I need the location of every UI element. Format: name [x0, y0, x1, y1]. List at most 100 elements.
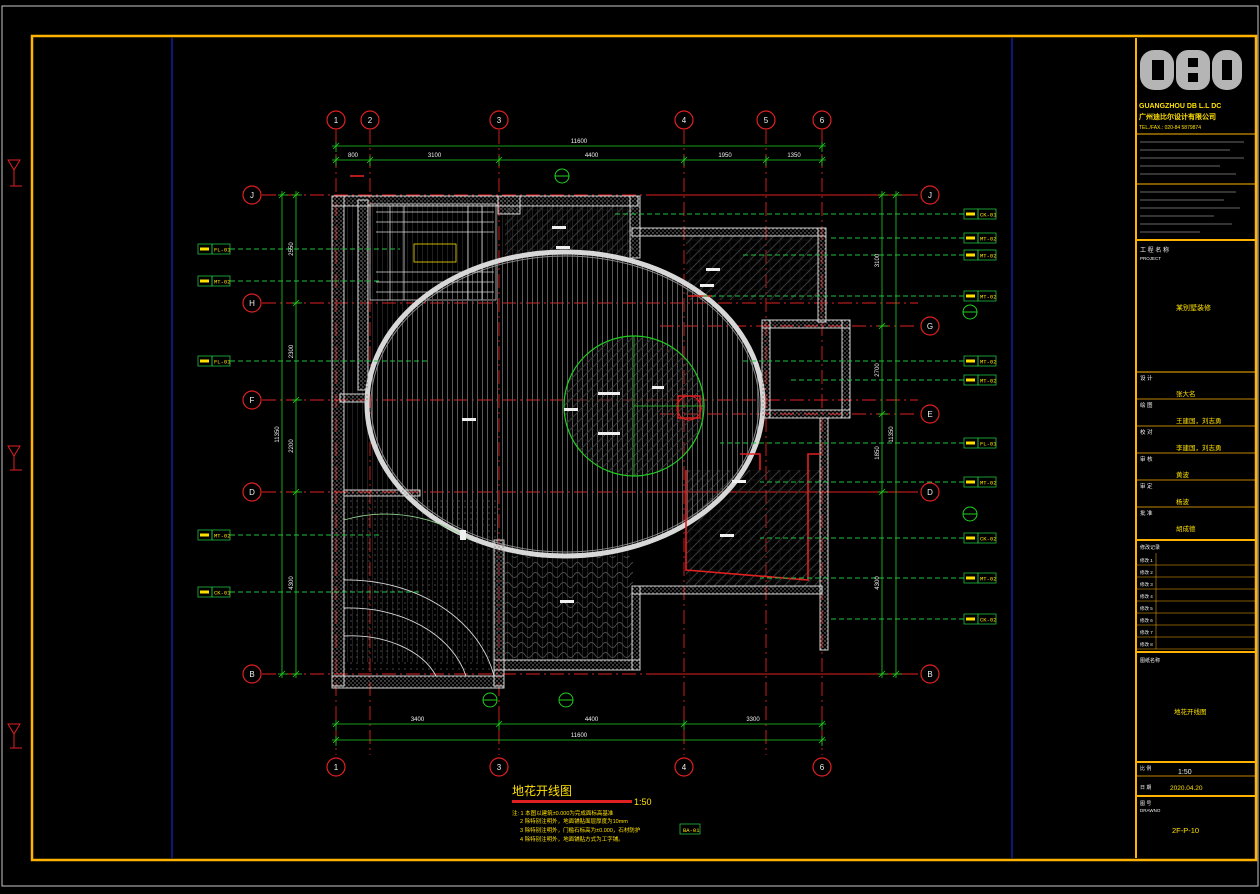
- sheet-frame: [1, 5, 1259, 887]
- role-value: 王建国，刘志勇: [1176, 416, 1222, 425]
- svg-text:D: D: [249, 488, 255, 497]
- grid-bubble-bottom: 3: [489, 757, 509, 777]
- svg-text:CK-01: CK-01: [214, 590, 231, 597]
- drawing-label: 图纸名称: [1140, 657, 1160, 664]
- dim-left-segment: 2550: [289, 242, 295, 256]
- logo: DBD: [1138, 50, 1242, 95]
- dim-left-segment: 4300: [289, 576, 295, 590]
- svg-text:FL-01: FL-01: [980, 441, 997, 448]
- callout-left: FL-01: [197, 355, 231, 367]
- svg-text:FL-01: FL-01: [214, 359, 231, 366]
- drawing-number: 2F-P-10: [1172, 826, 1199, 835]
- plan-note-1: 注: 1 本图以建筑±0.000为完成面标高基准: [512, 809, 614, 817]
- scale-value: 1:50: [1178, 769, 1192, 776]
- grid-bubble-top: 3: [489, 110, 509, 130]
- svg-text:D: D: [927, 488, 933, 497]
- revision-label: 修改记录: [1140, 544, 1160, 551]
- callout-right: MT-02: [963, 355, 997, 367]
- callout-leaders: [230, 213, 964, 620]
- date-value: 2020.04.20: [1170, 785, 1203, 792]
- revision-row: 修改 1: [1140, 557, 1153, 564]
- svg-text:2: 2: [368, 116, 373, 125]
- project-name: 某别墅装修: [1176, 303, 1211, 312]
- dim-bottom-segment: 3300: [746, 717, 760, 723]
- oval-hall: [364, 249, 766, 559]
- dim-right-total: 11350: [889, 426, 895, 443]
- callout-right: MT-02: [963, 249, 997, 261]
- svg-text:6: 6: [820, 763, 825, 772]
- callout-right: MT-02: [963, 476, 997, 488]
- role-label: 审 定: [1140, 482, 1153, 490]
- callout-left: MT-02: [197, 275, 231, 287]
- svg-text:MT-02: MT-02: [980, 253, 997, 260]
- role-value: 李建国，刘志勇: [1176, 443, 1222, 452]
- grid-bubble-left: B: [242, 664, 262, 684]
- walls: [331, 195, 851, 689]
- svg-text:G: G: [927, 322, 933, 331]
- revision-row: 修改 6: [1140, 617, 1153, 624]
- callout-right: MT-02: [963, 232, 997, 244]
- svg-text:MT-02: MT-02: [980, 359, 997, 366]
- role-label: 审 核: [1140, 455, 1153, 463]
- dim-right-segment: 4300: [875, 576, 881, 590]
- callout-right: FL-01: [963, 437, 997, 449]
- svg-text:1: 1: [334, 116, 339, 125]
- callout-right: CK-02: [963, 613, 997, 625]
- svg-text:MT-02: MT-02: [980, 576, 997, 583]
- plan-note-2: 2 除特别注明外，地面铺贴面层厚度为10mm: [520, 817, 628, 825]
- revision-row: 修改 3: [1140, 581, 1153, 588]
- svg-text:MT-02: MT-02: [980, 236, 997, 243]
- dim-bottom-segment: 3400: [411, 717, 425, 723]
- svg-text:H: H: [249, 299, 255, 308]
- svg-text:MT-02: MT-02: [214, 533, 231, 540]
- grid-bubble-top: 4: [674, 110, 694, 130]
- dim-top-segment: 800: [348, 153, 359, 159]
- svg-text:B: B: [927, 670, 932, 679]
- grid-bubble-bottom: 6: [812, 757, 832, 777]
- revision-row: 修改 4: [1140, 593, 1153, 600]
- stair: [376, 206, 494, 300]
- callout-left: MT-02: [197, 529, 231, 541]
- room-tags: [460, 226, 746, 603]
- project-label: 工 程 名 称: [1140, 246, 1169, 254]
- dim-right-segment: 1850: [875, 446, 881, 460]
- svg-text:1: 1: [334, 763, 339, 772]
- role-value: 胡成德: [1176, 524, 1196, 533]
- binding-mark: [7, 159, 22, 749]
- company-en: GUANGZHOU DB L.L DC: [1139, 103, 1221, 110]
- role-value: 杨波: [1176, 497, 1190, 506]
- callout-right: MT-02: [963, 572, 997, 584]
- grid-bubble-left: D: [242, 482, 262, 502]
- section-markers: [482, 168, 978, 708]
- svg-text:4: 4: [682, 763, 687, 772]
- grid-bubble-top: 5: [756, 110, 776, 130]
- grid-bubble-right: J: [920, 185, 940, 205]
- svg-text:J: J: [250, 191, 254, 200]
- dim-top-segment: 1350: [787, 153, 801, 159]
- grid-bubble-top: 2: [360, 110, 380, 130]
- dim-left-segment: 2300: [289, 344, 295, 358]
- grid-bubble-right: B: [920, 664, 940, 684]
- role-label: 校 对: [1140, 428, 1153, 436]
- dim-left-total: 11350: [275, 426, 281, 443]
- svg-text:3: 3: [497, 763, 502, 772]
- svg-text:MT-02: MT-02: [214, 279, 231, 286]
- revision-row: 修改 7: [1140, 629, 1153, 636]
- grid-bubble-right: G: [920, 316, 940, 336]
- plan-scale: 1:50: [634, 797, 652, 807]
- dim-right-segment: 2700: [875, 363, 881, 377]
- number-label-en: DRAWNO: [1140, 808, 1161, 813]
- callout-right: MT-02: [963, 290, 997, 302]
- svg-text:CK-02: CK-02: [980, 617, 997, 624]
- svg-text:MT-02: MT-02: [980, 378, 997, 385]
- plan-title-block: 地花开线图 1:50 注: 1 本图以建筑±0.000为完成面标高基准 2 除特…: [512, 783, 701, 843]
- company-cn: 广州迪比尔设计有限公司: [1139, 112, 1216, 121]
- svg-text:J: J: [928, 191, 932, 200]
- logo-text: DBD: [1138, 93, 1140, 95]
- svg-text:5: 5: [764, 116, 769, 125]
- svg-text:CK-02: CK-02: [980, 536, 997, 543]
- role-label: 绘 图: [1140, 401, 1153, 409]
- callout-left: CK-01: [197, 586, 231, 598]
- svg-text:MT-02: MT-02: [980, 480, 997, 487]
